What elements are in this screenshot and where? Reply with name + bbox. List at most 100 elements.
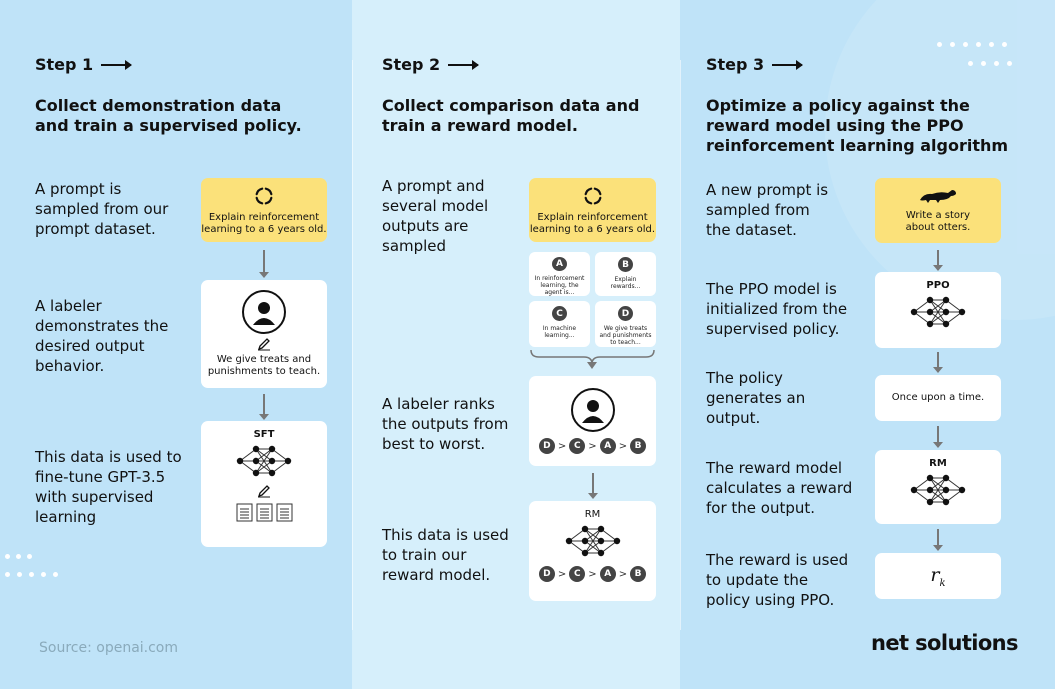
network-node xyxy=(926,320,934,328)
flow-arrow-icon xyxy=(259,394,269,420)
desc-line: A labeler xyxy=(35,297,102,315)
network-node xyxy=(926,486,934,494)
desc-line: desired output xyxy=(35,337,145,355)
desc-line: A labeler ranks xyxy=(382,395,495,413)
desc-line: policy using PPO. xyxy=(706,591,835,609)
heading-line: Optimize a policy against the xyxy=(706,96,970,115)
step2-label-text: Step 2 xyxy=(382,55,441,74)
step2-desc-ranks: A labeler ranks the outputs from best to… xyxy=(382,394,508,454)
prompt-text-line: learning to a 6 years old. xyxy=(201,223,327,235)
column-divider xyxy=(352,60,353,630)
step3-reward-card: rk xyxy=(875,553,1001,599)
decorative-dots xyxy=(968,61,1012,66)
network-node xyxy=(565,537,572,545)
step3-label-text: Step 3 xyxy=(706,55,765,74)
step1-desc-prompt: A prompt is sampled from our prompt data… xyxy=(35,179,168,239)
network-node xyxy=(284,457,292,465)
rank-badge: C xyxy=(569,566,586,582)
greater-than-icon: > xyxy=(588,568,597,580)
desc-line: This data is used to xyxy=(35,448,182,466)
network-node xyxy=(597,549,604,557)
step2-label: Step 2 xyxy=(382,55,480,74)
prompt-text-line: Write a story xyxy=(905,210,971,221)
greater-than-icon: > xyxy=(618,568,628,580)
output-text: In machine learning... xyxy=(542,325,577,339)
network-node xyxy=(581,525,588,533)
network-node xyxy=(910,486,918,494)
step3-heading: Optimize a policy against the reward mod… xyxy=(706,96,1008,156)
step3-desc-policy: The policy generates an output. xyxy=(706,368,805,428)
rank-badge: A xyxy=(599,438,616,454)
desc-line: the outputs from xyxy=(382,415,509,433)
network-node xyxy=(581,537,588,545)
demo-text-line: punishments to teach. xyxy=(207,366,321,377)
desc-line: The reward model xyxy=(706,459,843,477)
network-node xyxy=(942,308,950,316)
documents-group xyxy=(236,503,293,522)
step3-rm-card: RM xyxy=(875,450,1001,524)
rank-badge: D xyxy=(538,438,555,454)
desc-line: This data is used xyxy=(382,526,509,544)
network-node xyxy=(597,525,604,533)
neural-network-icon xyxy=(565,525,620,557)
step3-desc-prompt: A new prompt is sampled from the dataset… xyxy=(706,180,828,240)
desc-line: calculates a reward xyxy=(706,479,853,497)
greater-than-icon: > xyxy=(588,440,597,452)
ppo-label: PPO xyxy=(926,280,950,291)
step1-label: Step 1 xyxy=(35,55,133,74)
output-letter-badge: C xyxy=(552,306,567,321)
output-letter-badge: D xyxy=(618,306,633,321)
output-text: Explain rewards... xyxy=(610,276,641,290)
arrow-right-icon xyxy=(101,59,133,70)
source-caption: Source: openai.com xyxy=(39,640,179,656)
step3-desc-update: The reward is used to update the policy … xyxy=(706,550,848,610)
desc-line: fine-tune GPT-3.5 xyxy=(35,468,166,486)
flow-arrow-icon xyxy=(933,426,943,448)
network-node xyxy=(613,537,620,545)
network-node xyxy=(252,445,260,453)
desc-line: best to worst. xyxy=(382,435,486,453)
heading-line: reward model using the PPO xyxy=(706,116,964,135)
desc-line: The policy xyxy=(706,369,783,387)
step2-ranking-card: D> C> A> B xyxy=(529,376,656,466)
output-text: We give treats and punishments to teach.… xyxy=(599,325,652,346)
heading-line: Collect comparison data and xyxy=(382,96,640,115)
network-node xyxy=(942,498,950,506)
document-icon xyxy=(276,503,292,522)
flow-arrow-icon xyxy=(259,250,269,278)
desc-line: sampled xyxy=(382,237,447,255)
step1-desc-labeler: A labeler demonstrates the desired outpu… xyxy=(35,296,168,376)
rm-label: RM xyxy=(584,509,601,520)
step1-prompt-card: Explain reinforcement learning to a 6 ye… xyxy=(201,178,327,242)
output-card-d: D We give treats and punishments to teac… xyxy=(595,301,656,347)
desc-line: reward model. xyxy=(382,566,491,584)
sft-label: SFT xyxy=(253,429,275,440)
network-node xyxy=(942,486,950,494)
flow-arrow-icon xyxy=(933,250,943,271)
brand-logo: net solutions xyxy=(871,631,1019,655)
column-divider xyxy=(680,60,681,630)
decorative-dots xyxy=(5,572,58,577)
flow-arrow-icon xyxy=(933,352,943,373)
otter-icon xyxy=(920,190,956,203)
desc-line: the dataset. xyxy=(706,221,797,239)
step3-desc-reward-model: The reward model calculates a reward for… xyxy=(706,458,852,518)
decorative-dots xyxy=(937,42,1007,47)
rank-badge: B xyxy=(630,438,647,454)
step2-heading: Collect comparison data and train a rewa… xyxy=(382,96,639,136)
network-node xyxy=(268,445,276,453)
openai-cycle-icon xyxy=(255,187,273,204)
step2-desc-prompt: A prompt and several model outputs are s… xyxy=(382,176,488,256)
greater-than-icon: > xyxy=(557,568,567,580)
desc-line: sampled from our xyxy=(35,200,169,218)
greater-than-icon: > xyxy=(557,440,567,452)
document-icon xyxy=(256,503,272,522)
prompt-text-line: Explain reinforcement xyxy=(537,211,648,223)
network-node xyxy=(926,296,934,304)
network-node xyxy=(958,486,966,494)
rank-badge: C xyxy=(569,438,586,454)
step1-heading: Collect demonstration data and train a s… xyxy=(35,96,302,136)
desc-line: A new prompt is xyxy=(706,181,829,199)
desc-line: outputs are xyxy=(382,217,469,235)
desc-line: output. xyxy=(706,409,761,427)
